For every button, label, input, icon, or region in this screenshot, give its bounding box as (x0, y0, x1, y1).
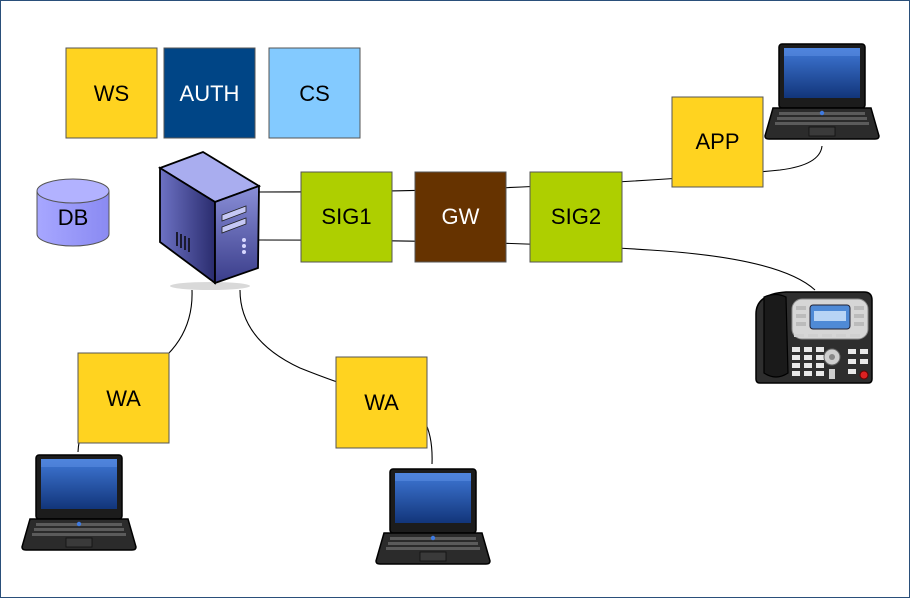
cs-label: CS (299, 81, 330, 106)
wa-left-label: WA (106, 386, 141, 411)
sig2-box: SIG2 (529, 171, 623, 263)
cs-box: CS (268, 47, 361, 139)
gw-label: GW (442, 204, 480, 229)
auth-label: AUTH (180, 81, 240, 106)
db-label: DB (58, 205, 89, 230)
sig2-label: SIG2 (551, 204, 601, 229)
app-label: APP (695, 129, 739, 154)
wa-box-left: WA (77, 352, 170, 444)
laptop-icon (375, 468, 491, 565)
db-cylinder: DB (36, 178, 110, 247)
laptop-icon (21, 454, 137, 551)
wa-right-label: WA (364, 390, 399, 415)
ip-phone-icon (755, 291, 873, 384)
laptop-icon (764, 43, 880, 140)
sig1-box: SIG1 (300, 171, 393, 263)
wa-box-right: WA (335, 356, 428, 449)
server-icon (157, 151, 262, 290)
gw-box: GW (414, 171, 507, 263)
app-box: APP (671, 96, 764, 188)
ws-label: WS (94, 81, 129, 106)
ws-box: WS (65, 47, 158, 139)
auth-box: AUTH (163, 47, 256, 139)
sig1-label: SIG1 (321, 204, 371, 229)
